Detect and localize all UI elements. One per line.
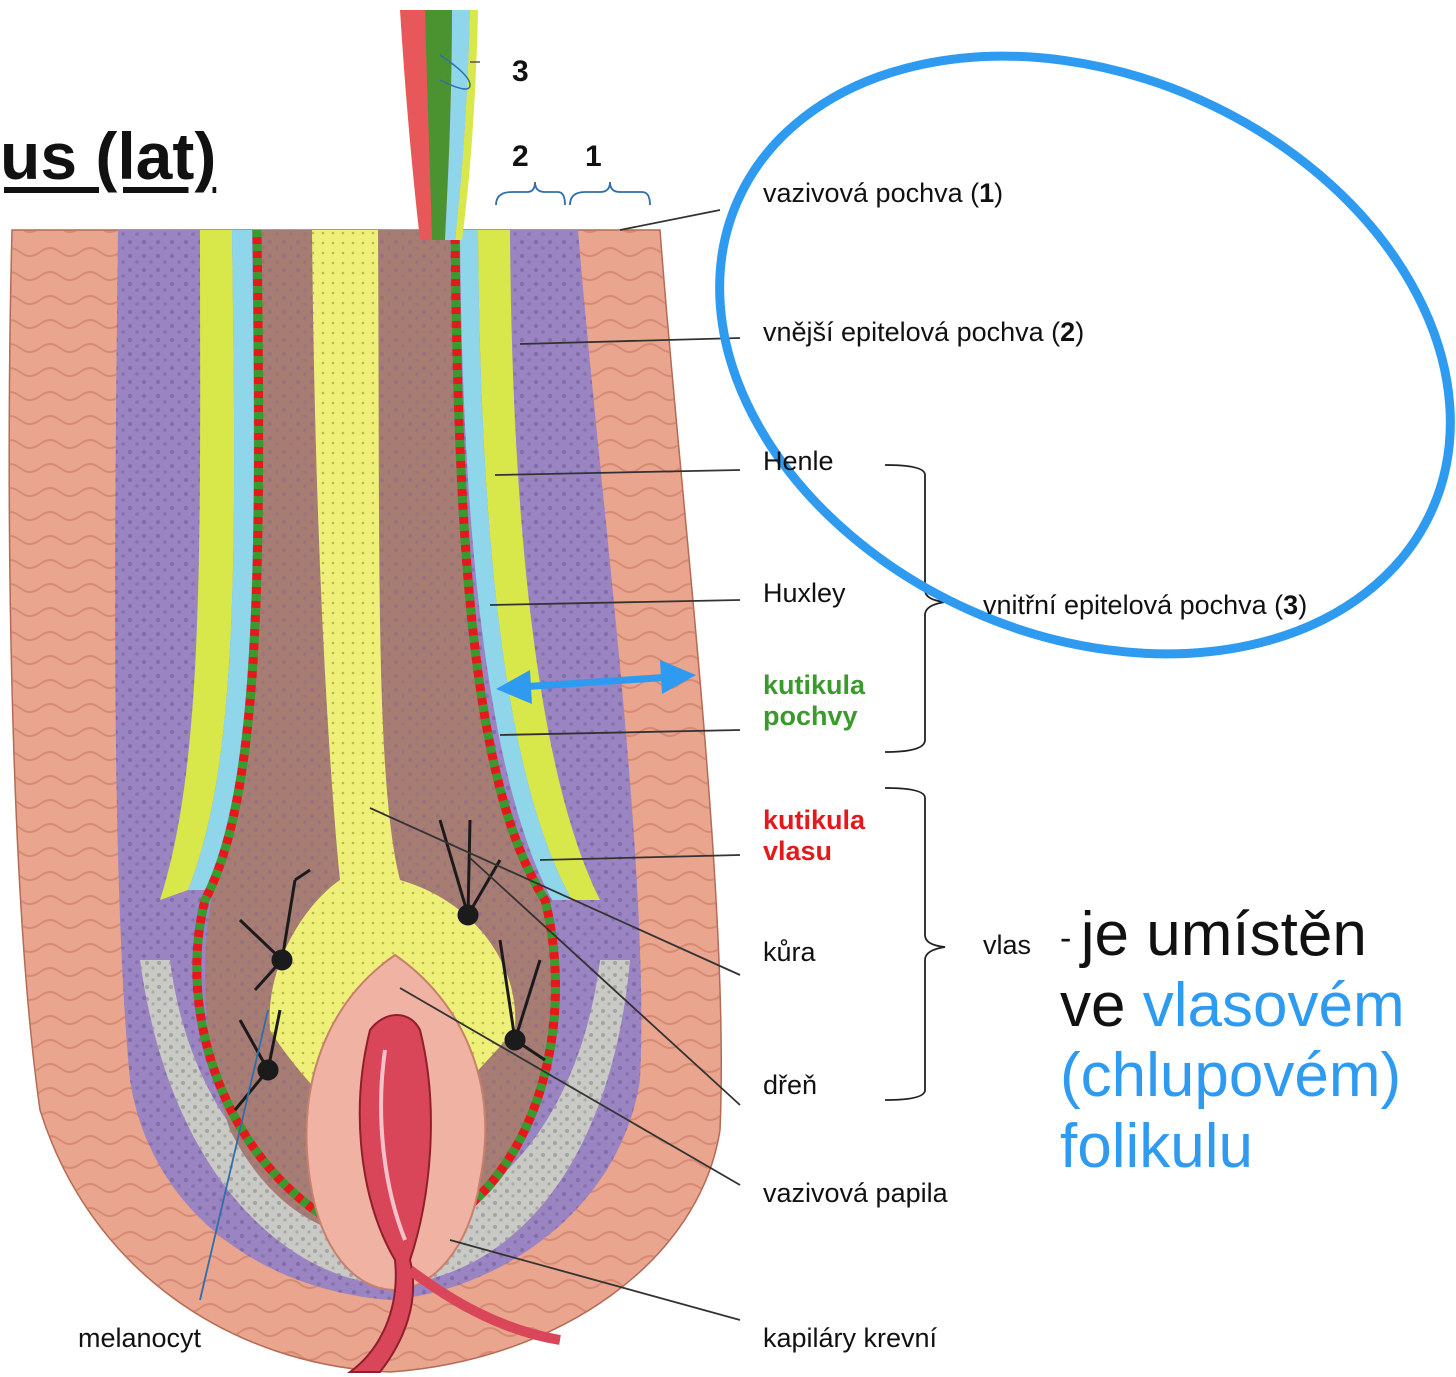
label-henle: Henle bbox=[763, 446, 834, 477]
label-vazivova-papila: vazivová papila bbox=[763, 1178, 948, 1209]
label-vnejsi-epitelova-pochva: vnější epitelová pochva (2) bbox=[763, 317, 1084, 348]
label-huxley: Huxley bbox=[763, 578, 846, 609]
layer-number-3: 3 bbox=[512, 55, 529, 89]
page-title: us (lat) bbox=[0, 118, 216, 194]
label-kura: kůra bbox=[763, 937, 816, 968]
highlight-ellipse bbox=[624, 0, 1456, 765]
label-melanocyt: melanocyt bbox=[78, 1323, 201, 1354]
label-vazivova-pochva: vazivová pochva (1) bbox=[763, 178, 1003, 209]
label-vlas: vlas bbox=[983, 930, 1031, 961]
label-vnitrni-epitelova-pochva: vnitřní epitelová pochva (3) bbox=[983, 590, 1307, 621]
layer-number-1: 1 bbox=[585, 140, 602, 174]
label-kutikula-pochvy: kutikula pochvy bbox=[763, 670, 865, 732]
label-dren: dřeň bbox=[763, 1070, 817, 1101]
label-kapilary-krevni: kapiláry krevní bbox=[763, 1323, 937, 1354]
label-kutikula-vlasu: kutikula vlasu bbox=[763, 805, 865, 867]
brackets bbox=[885, 465, 945, 1100]
note-text: - je umístěn ve vlasovém (chlupovém) fol… bbox=[1060, 900, 1405, 1183]
layer-number-2: 2 bbox=[512, 140, 529, 174]
